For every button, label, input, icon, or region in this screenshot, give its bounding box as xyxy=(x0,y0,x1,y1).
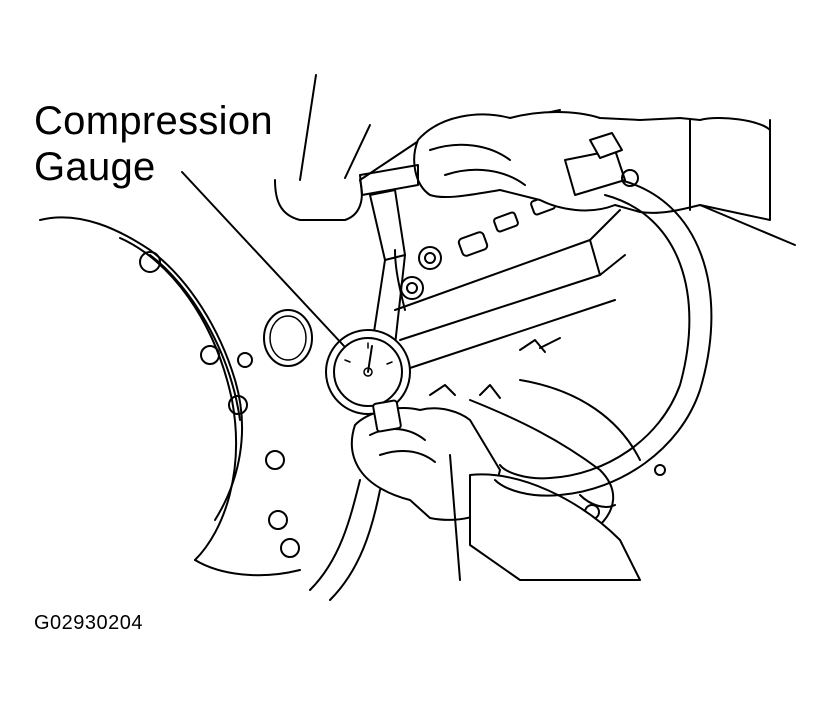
compression-gauge-icon xyxy=(325,329,411,433)
air-hose-illustration xyxy=(494,132,713,497)
gauge-extension-tube xyxy=(359,164,419,346)
callout-label-line-1: Compression xyxy=(34,99,273,143)
figure-id: G02930204 xyxy=(34,612,144,634)
callout-leader-line xyxy=(181,171,345,347)
callout-label: Compression Gauge xyxy=(34,98,273,190)
callout-label-line-2: Gauge xyxy=(34,145,156,189)
